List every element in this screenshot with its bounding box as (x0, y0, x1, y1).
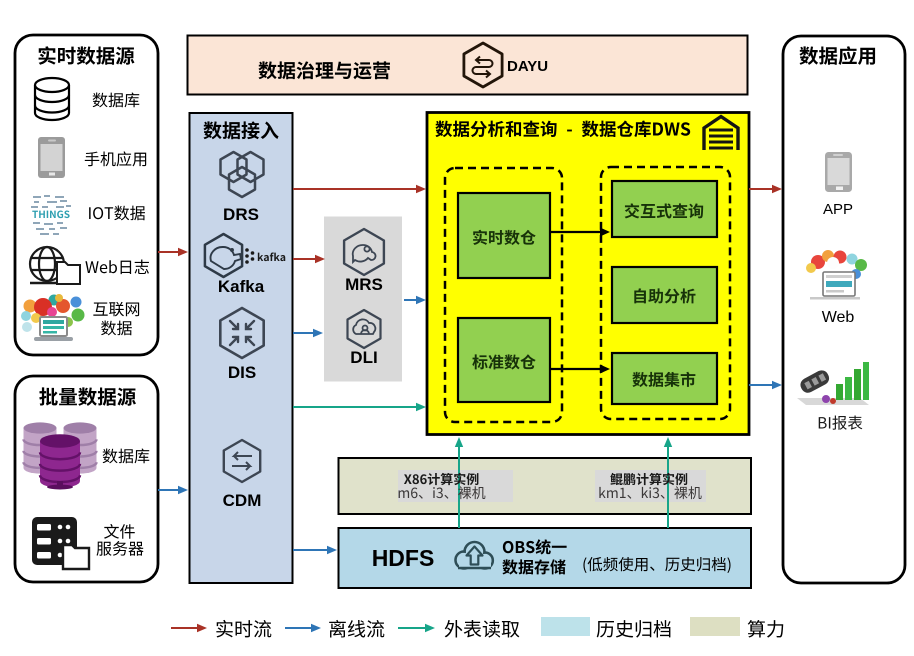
svg-text:Web: Web (822, 309, 855, 326)
svg-text:DRS: DRS (223, 205, 259, 224)
svg-text:MRS: MRS (345, 275, 383, 294)
svg-text:DIS: DIS (228, 363, 256, 382)
svg-text:HDFS: HDFS (372, 545, 435, 571)
svg-text:DLI: DLI (350, 348, 377, 367)
svg-text:CDM: CDM (223, 491, 262, 510)
svg-text:Kafka: Kafka (218, 277, 265, 296)
svg-text:APP: APP (823, 201, 853, 218)
svg-text:DAYU: DAYU (507, 58, 548, 75)
